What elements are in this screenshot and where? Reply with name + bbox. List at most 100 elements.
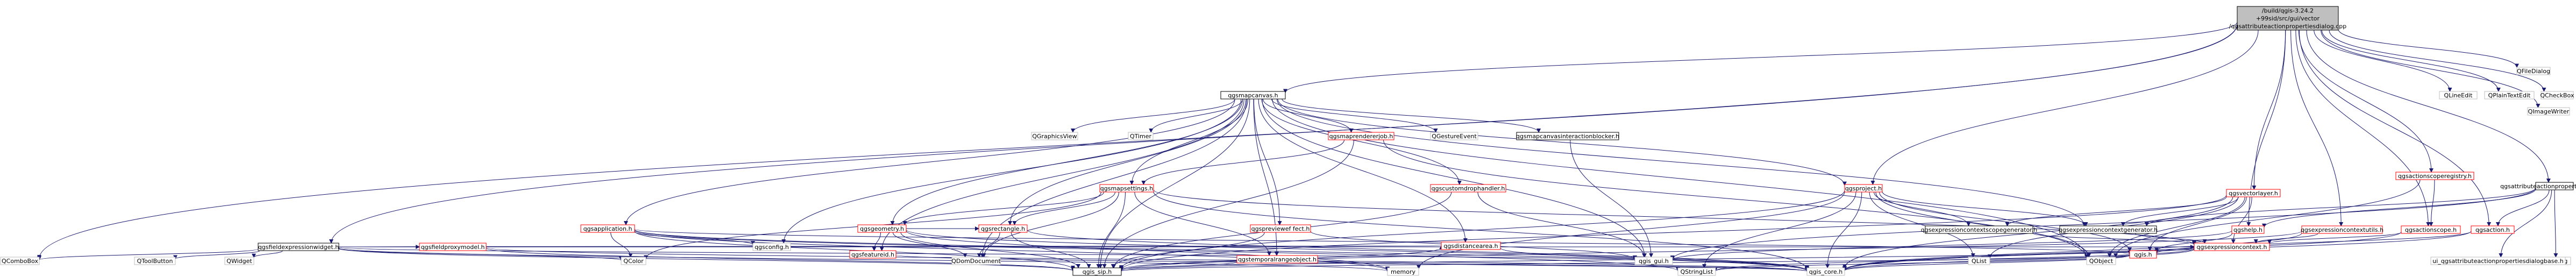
node-qgsmaprendererjob[interactable]: qgsmaprendererjob.h xyxy=(1328,132,1394,140)
edge-qgsapplication-to-qgsconfig xyxy=(634,231,755,246)
node-label: qgsconfig.h xyxy=(755,244,789,251)
node-qgsfeatureid[interactable]: qgsfeatureid.h xyxy=(849,250,896,259)
node-label: QToolButton xyxy=(137,258,173,265)
edge-qgsvectorlayer-to-qgiscore xyxy=(1842,196,2233,269)
node-box xyxy=(978,224,1028,233)
node-label: qgsfieldexpressionwidget.h xyxy=(258,244,339,251)
edge-root-to-qgsexpressioncontextutils xyxy=(2290,30,2344,226)
node-qgsaction[interactable]: qgsaction.h xyxy=(2471,225,2515,234)
node-box xyxy=(2395,172,2474,180)
node-qgsproject[interactable]: qgsproject.h xyxy=(1844,184,1883,193)
edge-qgsmapcanvas-to-qgraphicsview xyxy=(1071,98,1235,133)
node-box xyxy=(2231,225,2265,234)
edge-qgsmapcanvas-to-qdomdocument xyxy=(980,98,1247,258)
node-qwidget[interactable]: QWidget xyxy=(224,257,254,265)
edge-qgsexpressioncontext-to-qgiscore xyxy=(1842,248,2195,271)
edge-qgsvectorlayer-to-qgsexpressioncontextscopegenerator xyxy=(2005,196,2227,226)
node-qgsgeometry[interactable]: qgsgeometry.h xyxy=(857,224,907,233)
node-box xyxy=(134,257,176,265)
edge-qgsactionscope-to-qgsexpressioncontext xyxy=(2267,232,2402,244)
node-qdomdocument[interactable]: QDomDocument xyxy=(951,257,1001,265)
edge-root-to-qgsactionscoperegistry xyxy=(2299,30,2433,173)
node-qgsmapcanvas[interactable]: qgsmapcanvas.h xyxy=(1220,91,1286,100)
node-qgsexpressioncontextutils[interactable]: qgsexpressioncontextutils.h xyxy=(2301,225,2383,234)
edge-qgsmapsettings-to-qgiscore xyxy=(1153,191,1809,270)
edge-root-to-qgsproject xyxy=(1870,30,2259,185)
node-qgsconfig[interactable]: qgsconfig.h xyxy=(752,243,791,251)
node-qcheckbox[interactable]: QCheckBox xyxy=(2541,91,2574,100)
node-qgsprevieweffect[interactable]: qgspreviewef fect.h xyxy=(1250,224,1311,233)
node-qplaintextedit[interactable]: QPlainTextEdit xyxy=(2484,91,2535,100)
node-qgsattributeactionpropertiesdialog[interactable]: qgsattributeactionpropertiesdialog.h xyxy=(2500,182,2576,190)
node-qgsmapcanvasinteractionblocker[interactable]: qgsmapcanvasinteractionblocker.h xyxy=(1516,132,1619,140)
edge-root-to-qlineedit xyxy=(2314,30,2452,92)
edge-qgsattributeactionpropertiesdialog-to-qgsaction xyxy=(2495,189,2550,226)
edge-qgsmapcanvas-to-qgsmapcanvasinteractionblocker xyxy=(1282,98,1541,133)
node-qgsvectorlayer[interactable]: qgsvectorlayer.h xyxy=(2226,189,2281,197)
node-box xyxy=(1844,184,1883,193)
edge-qgsmapcanvasinteractionblocker-to-qgsgui xyxy=(1570,139,1654,258)
edge-root-to-qgsactionscope xyxy=(2295,30,2431,226)
node-qgstemporalrangeobject[interactable]: qgstemporalrangeobject.h xyxy=(1236,255,1318,264)
node-qgscustomdrophandler[interactable]: qgscustomdrophandler.h xyxy=(1430,184,1506,193)
node-label: qgsmapsettings.h xyxy=(1100,185,1153,192)
node-memory[interactable]: memory xyxy=(1387,267,1419,276)
edge-qgsmapcanvas-to-qgsmapsettings xyxy=(1129,98,1248,185)
node-qimagewriter[interactable]: QImageWriter xyxy=(2527,107,2570,116)
node-label: qgsapplication.h xyxy=(583,225,632,232)
node-qgshelp[interactable]: qgshelp.h xyxy=(2231,225,2265,234)
edge-qgsproject-to-qgsexpressioncontextscopegenerator xyxy=(1874,191,1971,226)
node-qgsexpressioncontextscopegenerator[interactable]: qgsexpressioncontextscopegenerator.h xyxy=(1921,225,2038,234)
node-qgsmapsettings[interactable]: qgsmapsettings.h xyxy=(1099,184,1154,193)
node-label: QGraphicsView xyxy=(1032,133,1077,140)
node-qgraphicsview[interactable]: QGraphicsView xyxy=(1031,132,1078,140)
node-qstringlist[interactable]: QStringList xyxy=(1677,267,1716,276)
edge-qgshelp-to-qgsgui xyxy=(1670,230,2232,261)
node-box xyxy=(1430,184,1506,193)
node-qgsfieldproxymodel[interactable]: qgsfieldproxymodel.h xyxy=(419,243,487,251)
edge-qgsgeometry-to-qgsfeatureid xyxy=(872,232,881,251)
edge-qgsfieldexpressionwidget-to-qwidget xyxy=(252,250,283,258)
node-box xyxy=(1677,267,1716,276)
edge-qgsvectorlayer-to-qgissip xyxy=(1119,195,2227,271)
node-qgsapplication[interactable]: qgsapplication.h xyxy=(580,224,635,233)
node-box xyxy=(2527,107,2570,116)
node-box xyxy=(621,257,646,265)
node-qgiscore[interactable]: qgis_core.h xyxy=(1806,267,1845,276)
node-qgsexpressioncontextgenerator[interactable]: qgsexpressioncontextgenerator.h xyxy=(2059,225,2158,234)
node-label: ui_qgsattributeactionpropertiesdialogbas… xyxy=(2432,258,2563,265)
edge-qgsexpressioncontextutils-to-qgissip xyxy=(1119,231,2302,272)
edge-qgsmapcanvas-to-qobject xyxy=(1272,98,2089,259)
edge-qgsapplication-to-qgiscore xyxy=(634,229,1809,272)
node-qobject[interactable]: QObject xyxy=(2086,257,2116,265)
edge-qgsgeometry-to-qgissip xyxy=(900,232,1080,268)
node-qgestureevent[interactable]: QGestureEvent xyxy=(1430,132,1478,140)
node-qcombobox[interactable]: QComboBox xyxy=(0,257,40,265)
node-qgissip[interactable]: qgis_sip.h xyxy=(1072,267,1122,276)
node-qgsfieldexpressionwidget[interactable]: qgsfieldexpressionwidget.h xyxy=(258,243,339,251)
node-label: qgstemporalrangeobject.h xyxy=(1238,256,1317,263)
node-qgsactionscoperegistry[interactable]: qgsactionscoperegistry.h xyxy=(2395,172,2474,180)
node-qgsdistancearea[interactable]: qgsdistancearea.h xyxy=(1441,242,1501,250)
edge-qgsmapcanvas-to-qgsapplication xyxy=(623,98,1235,225)
node-box xyxy=(2541,91,2574,100)
node-qgsgui[interactable]: qgis_gui.h xyxy=(1634,257,1673,265)
edge-qgsproject-to-qgsexpressioncontextgenerator xyxy=(1882,191,2088,226)
node-qlist[interactable]: QList xyxy=(1968,257,1990,265)
node-qlineedit[interactable]: QLineEdit xyxy=(2439,91,2478,100)
node-qtimer[interactable]: QTimer xyxy=(1128,132,1154,140)
node-label: qgsgeometry.h xyxy=(860,225,904,232)
node-qgsh[interactable]: qgis.h xyxy=(2129,250,2157,259)
node-qgsexpressioncontext[interactable]: qgsexpressioncontext.h xyxy=(2194,243,2270,251)
node-box xyxy=(2237,6,2339,31)
node-box xyxy=(1328,132,1394,140)
node-qtoolbutton[interactable]: QToolButton xyxy=(134,257,176,265)
node-qcolor[interactable]: QColor xyxy=(621,257,646,265)
node-uiqgsattributeactionpropertiesdialogbase[interactable]: ui_qgsattributeactionpropertiesdialogbas… xyxy=(2430,257,2566,265)
node-qfiledialog[interactable]: QFileDialog xyxy=(2516,67,2551,75)
node-box xyxy=(1220,91,1286,100)
node-root[interactable]: /build/qgis-3.24.2+99sid/src/gui/vector/… xyxy=(2229,6,2346,31)
node-qgsrectangle[interactable]: qgsrectangle.h xyxy=(978,224,1028,233)
node-qgsactionscope[interactable]: qgsactionscope.h xyxy=(2401,225,2461,234)
edge-qgsmapsettings-to-qgsgeometry xyxy=(902,191,1105,225)
